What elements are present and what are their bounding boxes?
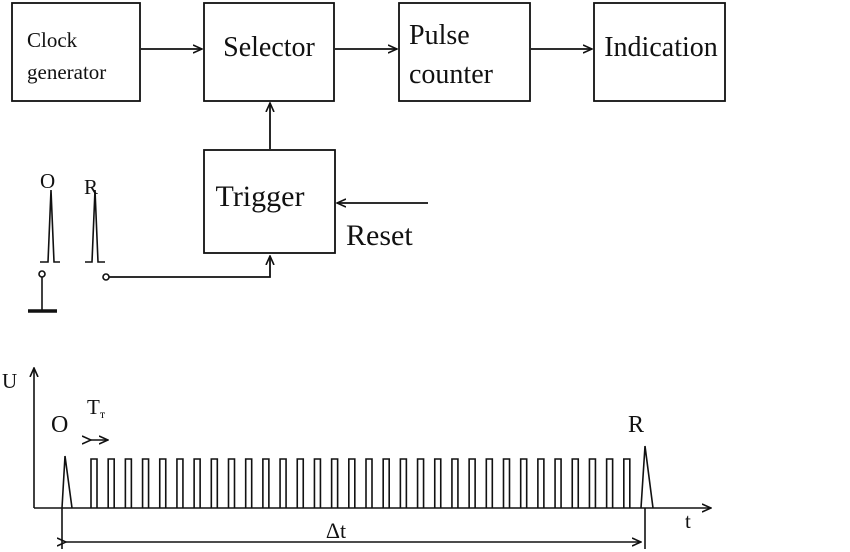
block-diagram xyxy=(11,2,726,278)
clock-pulse xyxy=(193,458,201,508)
clock-pulse xyxy=(365,458,373,508)
clock-pulse xyxy=(227,458,236,508)
period-subscript: т xyxy=(100,407,106,421)
pulse-train xyxy=(90,458,631,508)
y-axis-label: U xyxy=(2,369,17,393)
trigger-block xyxy=(203,149,336,254)
wire-input-to-trigger xyxy=(109,256,270,278)
selector-block xyxy=(203,2,335,102)
start-terminal-icon xyxy=(38,270,46,278)
clock-pulse xyxy=(468,458,476,508)
start-marker-pulse xyxy=(61,455,73,509)
clock-pulse xyxy=(124,458,133,508)
stop-marker-label: R xyxy=(628,412,644,438)
indication-block xyxy=(593,2,726,102)
clock-pulse xyxy=(537,458,545,508)
clock-pulse xyxy=(605,458,614,508)
clock-pulse xyxy=(588,458,597,508)
clock-pulse xyxy=(313,458,322,508)
clock-generator-block xyxy=(11,2,141,102)
stop-marker-pulse xyxy=(640,445,654,509)
pulse-counter-label-line1: Pulse xyxy=(409,20,470,51)
clock-pulse xyxy=(399,458,408,508)
clock-pulse xyxy=(571,458,580,508)
timing-diagram xyxy=(34,368,711,549)
x-axis-label: t xyxy=(685,509,691,533)
clock-pulse xyxy=(141,458,150,508)
start-pulse-icon xyxy=(40,189,60,263)
clock-pulse xyxy=(416,458,425,508)
pulse-counter-block xyxy=(398,2,531,102)
interval-label: Δt xyxy=(326,518,346,543)
period-main: T xyxy=(87,395,100,419)
stop-source-label: R xyxy=(84,175,98,199)
period-label: Tт xyxy=(87,395,106,421)
clock-generator-label-line1: Clock xyxy=(27,28,78,52)
clock-pulse xyxy=(262,458,270,508)
clock-pulse xyxy=(107,458,115,508)
clock-pulse xyxy=(348,458,356,508)
clock-pulse xyxy=(330,458,339,508)
selector-label: Selector xyxy=(223,32,315,63)
clock-pulse xyxy=(244,458,253,508)
clock-pulse xyxy=(451,458,459,508)
clock-pulse xyxy=(90,458,98,508)
start-source-label: O xyxy=(40,169,55,193)
clock-pulse xyxy=(433,458,442,508)
clock-pulse xyxy=(176,458,184,508)
reset-label: Reset xyxy=(346,219,413,252)
clock-pulse xyxy=(382,458,390,508)
trigger-label: Trigger xyxy=(216,180,305,213)
clock-pulse xyxy=(623,458,631,508)
input-sources xyxy=(28,189,110,313)
start-marker-label: O xyxy=(51,412,68,438)
clock-pulse xyxy=(279,458,287,508)
clock-pulse xyxy=(554,458,562,508)
stop-pulse-icon xyxy=(85,189,105,263)
clock-pulse xyxy=(296,458,305,508)
indication-label: Indication xyxy=(604,32,718,63)
clock-pulse xyxy=(519,458,528,508)
clock-pulse xyxy=(502,458,511,508)
clock-pulse xyxy=(485,458,494,508)
clock-pulse xyxy=(158,458,167,508)
pulse-counter-label-line2: counter xyxy=(409,59,494,90)
stop-terminal-icon xyxy=(102,273,110,281)
clock-generator-label-line2: generator xyxy=(27,60,106,84)
clock-pulse xyxy=(210,458,219,508)
